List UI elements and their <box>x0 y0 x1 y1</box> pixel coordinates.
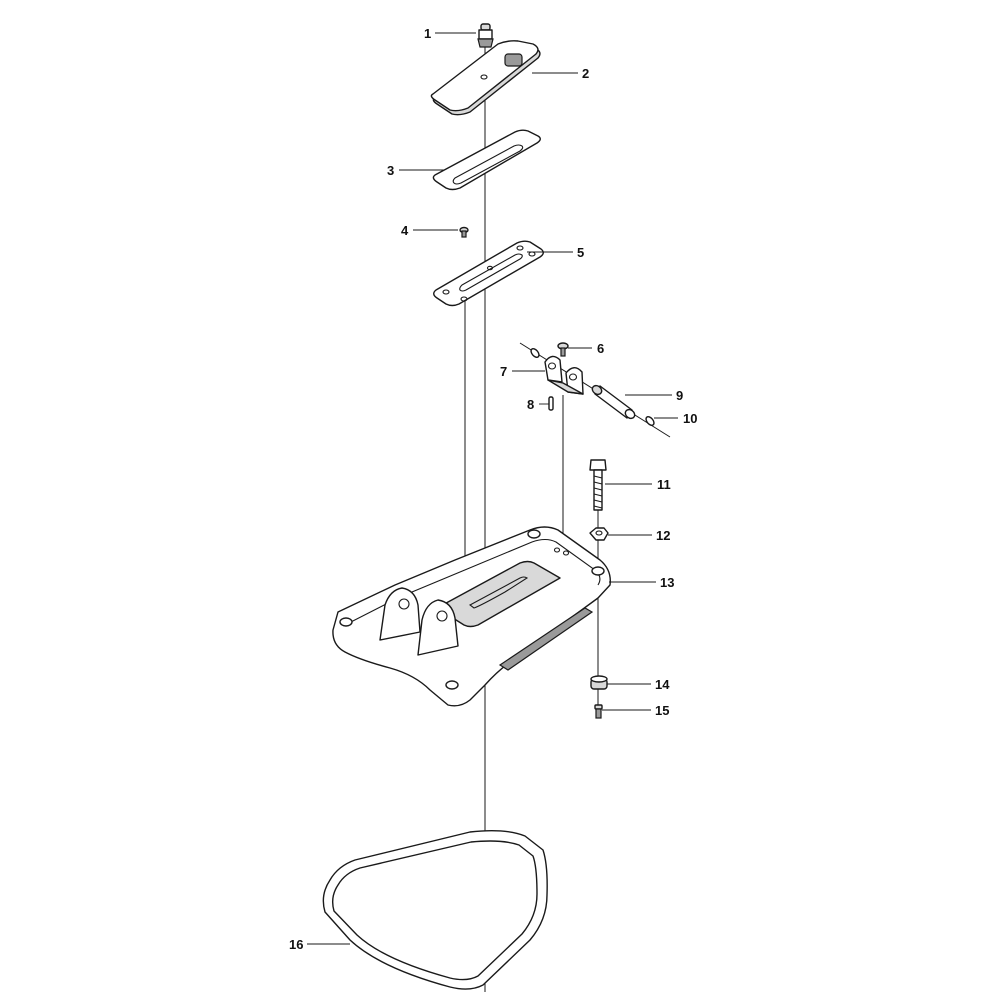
part-15-screw <box>594 704 603 719</box>
callout-3: 3 <box>387 163 394 178</box>
callout-9: 9 <box>676 388 683 403</box>
callout-12: 12 <box>656 528 670 543</box>
part-8-pin <box>548 396 554 411</box>
part-10-washer <box>645 416 655 426</box>
washer-left <box>530 348 540 358</box>
callout-10: 10 <box>683 411 697 426</box>
callout-6: 6 <box>597 341 604 356</box>
part-13-base-body <box>332 526 611 707</box>
part-11-bolt <box>589 459 607 511</box>
part-3-slotted-plate <box>432 129 541 191</box>
callout-4: 4 <box>401 223 409 238</box>
callout-15: 15 <box>655 703 669 718</box>
part-7-bracket <box>544 355 584 395</box>
callout-8: 8 <box>527 397 534 412</box>
part-6-screw <box>557 342 569 357</box>
callout-1: 1 <box>424 26 431 41</box>
part-9-sleeve <box>591 384 636 420</box>
part-14-rubber-mount <box>590 675 608 690</box>
callout-2: 2 <box>582 66 589 81</box>
part-2-cover-plate <box>430 40 541 116</box>
part-4-screw <box>459 226 469 238</box>
part-1-grease-fitting <box>477 23 494 48</box>
callout-16: 16 <box>289 937 303 952</box>
callout-13: 13 <box>660 575 674 590</box>
callout-labels: 1 2 3 4 5 6 7 8 9 10 11 12 13 14 15 16 <box>289 26 697 952</box>
callout-14: 14 <box>655 677 670 692</box>
callout-11: 11 <box>657 477 671 492</box>
part-12-nut <box>589 527 609 541</box>
part-5-mounting-plate <box>433 240 544 307</box>
callout-5: 5 <box>577 245 584 260</box>
part-16-gasket <box>322 829 548 990</box>
callout-leaders <box>307 32 678 945</box>
callout-7: 7 <box>500 364 507 379</box>
